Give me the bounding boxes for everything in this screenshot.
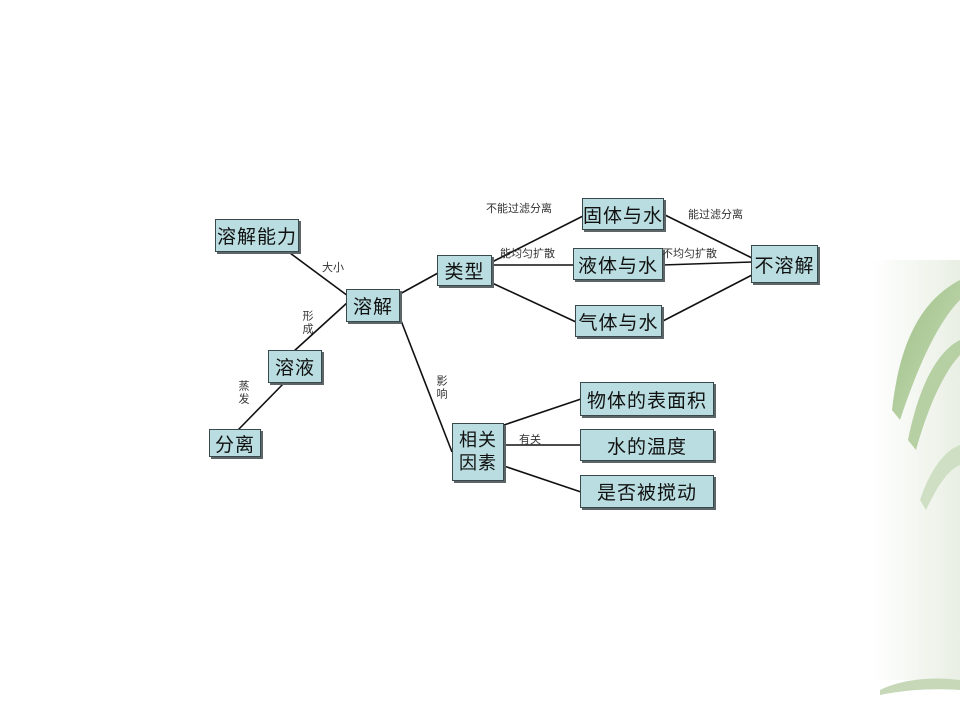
edge-gas-insoluble [660,274,753,323]
label-can-filter: 能过滤分离 [688,208,743,221]
edge-separation-solution [237,381,286,431]
label-cannot-filter: 不能过滤分离 [486,202,552,215]
plant-decoration [872,260,960,695]
edge-factors-stirred [503,465,582,493]
node-solution: 溶液 [268,350,322,383]
edge-solid-insoluble [662,213,753,259]
label-evaporate: 蒸发 [237,380,250,406]
edge-liquid-insoluble [661,261,753,266]
leaf-shape [892,280,960,420]
label-size: 大小 [322,261,344,274]
node-solid-water: 固体与水 [582,198,664,230]
edge-dissolve-factors [399,317,453,453]
label-related: 有关 [519,433,541,446]
related-factors-line1: 相关 [459,430,497,451]
label-influence: 影响 [435,375,448,401]
node-water-temperature: 水的温度 [580,429,714,461]
node-insoluble: 不溶解 [751,245,818,283]
node-dissolve: 溶解 [346,289,400,322]
node-liquid-water: 液体与水 [573,248,663,280]
label-form: 形成 [301,310,314,336]
label-even-diffuse: 能均匀扩散 [500,247,555,260]
edge-solution-dissolve [292,301,349,353]
edge-factors-surface [503,398,582,426]
related-factors-line2: 因素 [459,453,497,474]
node-solubility: 溶解能力 [215,219,299,252]
node-stirred: 是否被搅动 [580,475,714,508]
node-gas-water: 气体与水 [575,305,662,337]
edge-types-gas [491,282,577,323]
node-surface-area: 物体的表面积 [580,382,714,416]
edge-solubility-dissolve [289,252,349,297]
node-related-factors: 相关 因素 [452,423,504,481]
node-separation: 分离 [209,429,261,457]
label-uneven-diffuse: 不均匀扩散 [662,247,717,260]
edge-dissolve-types [397,272,439,296]
edge-types-solid [491,215,584,263]
node-types: 类型 [437,255,492,286]
